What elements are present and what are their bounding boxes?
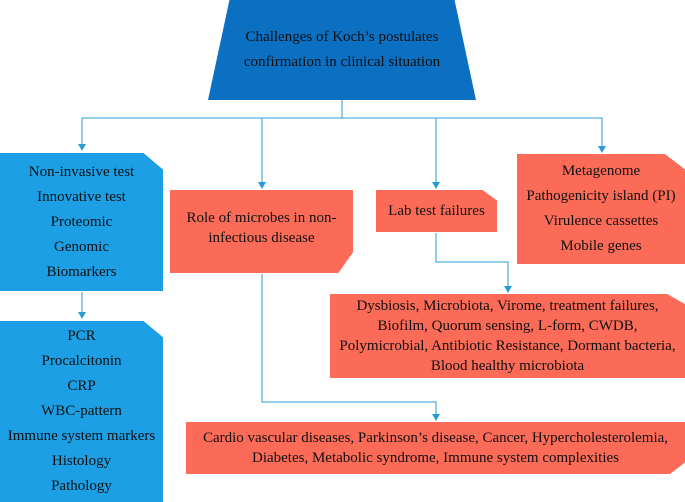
list-item: Diabetes, Metabolic syndrome, Immune sys… <box>251 450 619 466</box>
list-item: Proteomic <box>50 213 113 230</box>
list-item: Pathology <box>51 478 112 494</box>
lab-test-failures-label: Lab test failures <box>388 202 485 219</box>
list-item: Biofilm, Quorum sensing, L-form, CWDB, <box>377 318 638 334</box>
diseases-box: Cardio vascular diseases, Parkinson’s di… <box>186 422 685 474</box>
diagnostic-tests-box: Non-invasive test Innovative test Proteo… <box>0 153 163 291</box>
lab-test-failures-box: Lab test failures <box>376 190 497 232</box>
list-item: Innovative test <box>37 188 126 205</box>
title-box: Challenges of Koch’s postulates confirma… <box>208 0 476 100</box>
list-item: Mobile genes <box>560 238 642 254</box>
connector-role-to-diseases <box>261 274 440 421</box>
list-item: Virulence cassettes <box>543 213 659 229</box>
list-item: Cardio vascular diseases, Parkinson’s di… <box>202 430 669 446</box>
genetic-factors-box: Metagenome Pathogenicity island (PI) Vir… <box>517 154 685 264</box>
list-item: PCR <box>67 328 96 344</box>
list-item: Histology <box>51 453 112 469</box>
list-item: Dysbiosis, Microbiota, Virome, treatment… <box>356 298 659 314</box>
list-item: Biomarkers <box>46 263 117 280</box>
list-item: Polymicrobial, Antibiotic Resistance, Do… <box>339 338 676 354</box>
failure-causes-box: Dysbiosis, Microbiota, Virome, treatment… <box>330 294 685 378</box>
list-item: Immune system markers <box>7 428 156 444</box>
list-item: CRP <box>67 378 96 394</box>
clinical-markers-box: PCR Procalcitonin CRP WBC-pattern Immune… <box>0 321 163 502</box>
title-line: confirmation in clinical situation <box>243 54 441 70</box>
list-item: Metagenome <box>561 163 641 179</box>
list-item: Procalcitonin <box>41 353 122 369</box>
list-item: Genomic <box>54 238 109 255</box>
list-item: Non-invasive test <box>28 163 135 180</box>
list-item: WBC-pattern <box>41 403 122 419</box>
title-line: Challenges of Koch’s postulates <box>245 29 439 45</box>
role-of-microbes-box: Role of microbes in non-infectious disea… <box>170 190 353 273</box>
list-item: Pathogenicity island (PI) <box>526 188 676 204</box>
role-of-microbes-label: Role of microbes in non-infectious disea… <box>186 210 337 246</box>
list-item: Blood healthy microbiota <box>430 358 585 374</box>
connector-lab-to-failures <box>435 233 512 293</box>
